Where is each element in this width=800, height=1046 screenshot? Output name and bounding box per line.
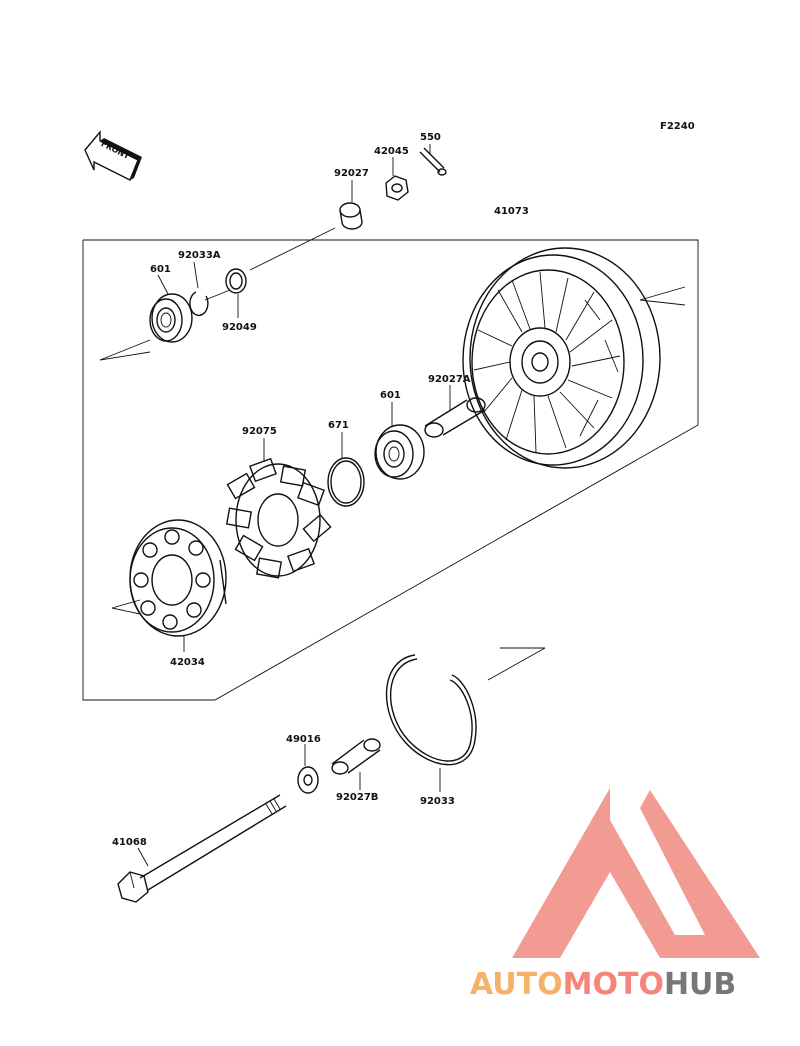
label-671: 671 <box>328 420 349 431</box>
circlip-92033A <box>189 261 209 317</box>
oring-671 <box>327 432 365 507</box>
watermark-logo <box>512 788 760 958</box>
wheel-41073 <box>462 247 661 469</box>
watermark-triangle-icon <box>512 788 760 958</box>
bearing-601-top <box>149 274 193 343</box>
label-92075: 92075 <box>242 426 277 437</box>
label-41068: 41068 <box>112 837 147 848</box>
washer-49016 <box>297 744 319 794</box>
seal-92049 <box>225 268 247 318</box>
collar-92027 <box>339 180 363 230</box>
watermark-moto: MOTO <box>563 967 664 1002</box>
watermark-text: AUTOMOTOHUB <box>470 967 736 1002</box>
label-92049: 92049 <box>222 322 257 333</box>
hub-42034 <box>129 519 227 652</box>
nut-42045 <box>385 157 409 201</box>
label-92027: 92027 <box>334 168 369 179</box>
figure-code: F2240 <box>660 121 695 132</box>
assembly-frame <box>82 239 699 701</box>
label-92027B: 92027B <box>336 792 378 803</box>
bearing-601-mid <box>374 402 425 480</box>
label-601-mid: 601 <box>380 390 401 401</box>
label-42045: 42045 <box>374 146 409 157</box>
label-92033: 92033 <box>420 796 455 807</box>
collar-92027A <box>424 385 486 438</box>
label-92027A: 92027A <box>428 374 471 385</box>
damper-92075 <box>225 438 332 579</box>
front-arrow-icon: FRONT <box>84 130 142 181</box>
label-49016: 49016 <box>286 734 321 745</box>
watermark-hub: HUB <box>664 967 736 1002</box>
label-601-top: 601 <box>150 264 171 275</box>
circlip-92033 <box>385 654 477 792</box>
axle-41068 <box>117 794 287 903</box>
pin-550 <box>419 144 447 176</box>
label-92033A: 92033A <box>178 250 221 261</box>
label-42034: 42034 <box>170 657 205 668</box>
label-550: 550 <box>420 132 441 143</box>
collar-92027B <box>331 738 381 790</box>
label-41073: 41073 <box>494 206 529 217</box>
watermark-auto: AUTO <box>470 967 563 1002</box>
